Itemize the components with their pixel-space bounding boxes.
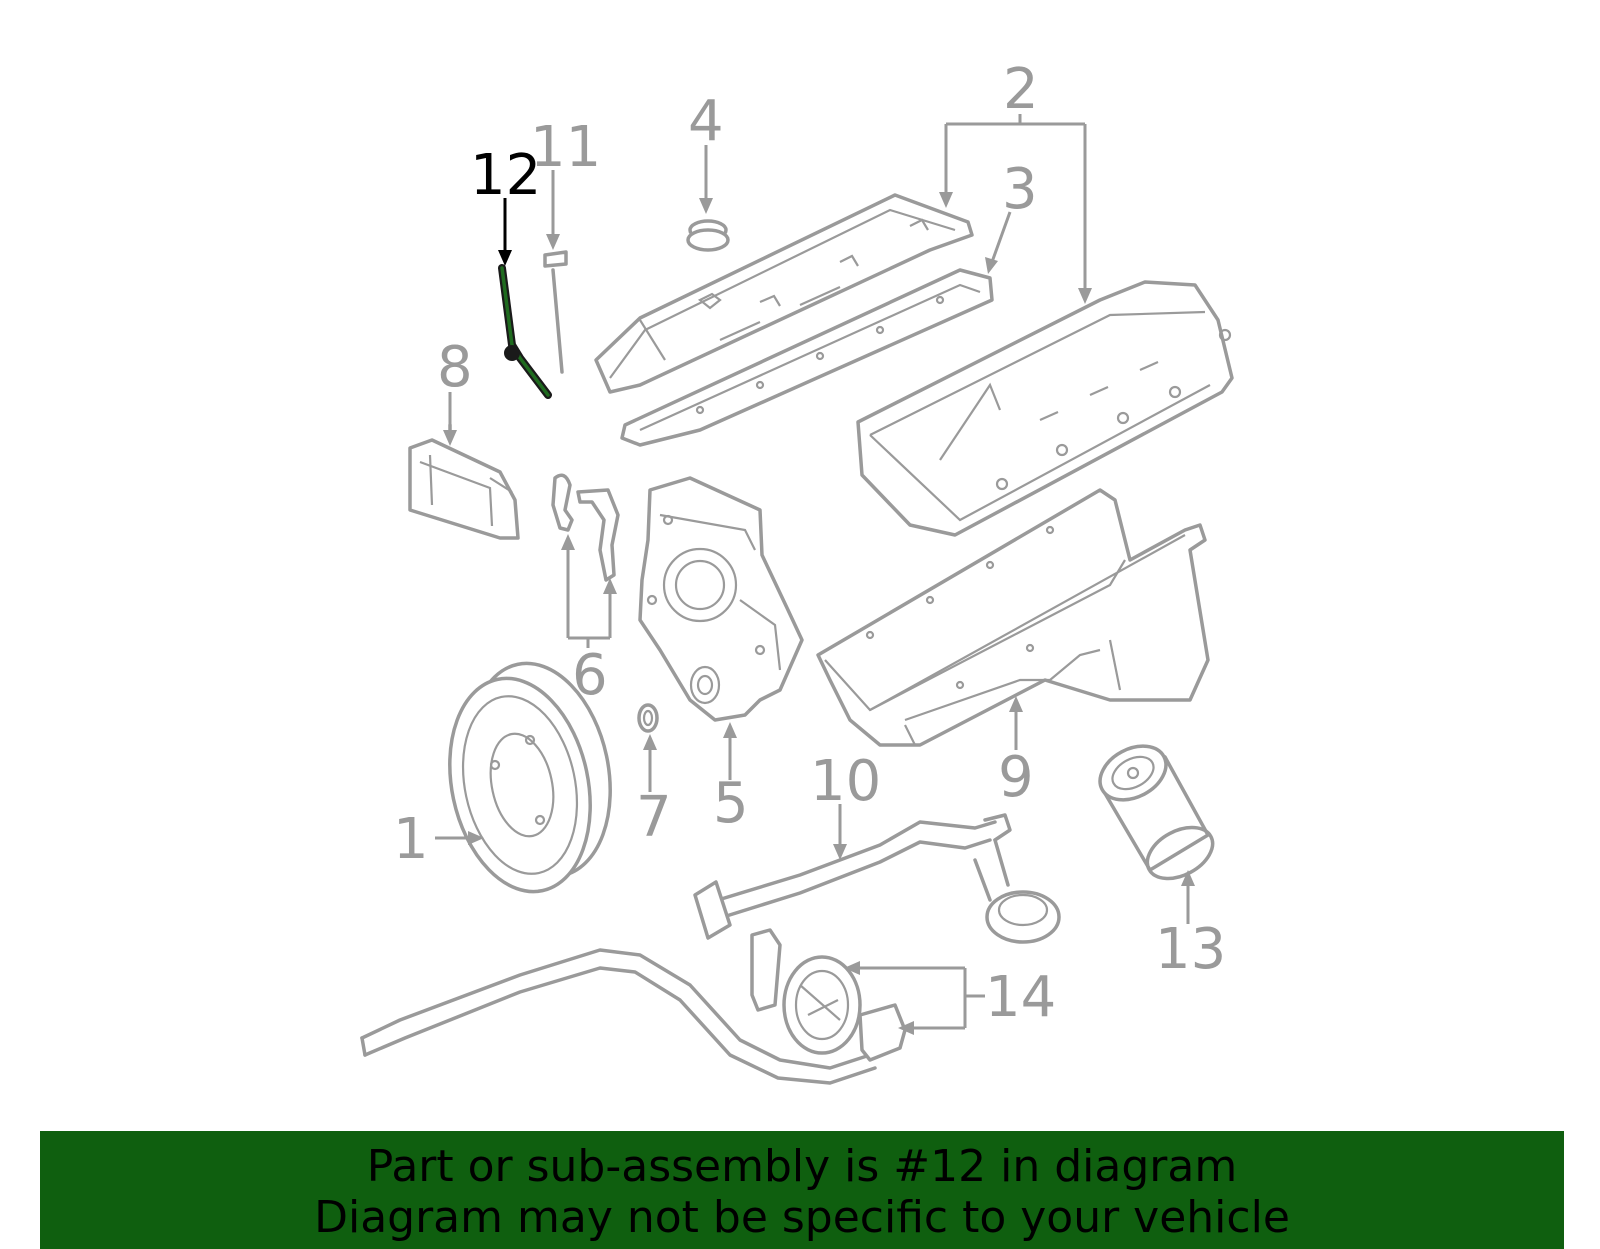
callout-6[interactable]: 6 <box>572 643 608 708</box>
valve-cover-left[interactable] <box>594 193 974 394</box>
leader-11 <box>546 170 560 250</box>
leader-9 <box>1009 696 1023 750</box>
leader-3 <box>985 211 1012 274</box>
callout-13[interactable]: 13 <box>1155 917 1226 982</box>
oil-filter[interactable] <box>1091 735 1221 888</box>
leader-2 <box>939 114 1092 304</box>
callout-4[interactable]: 4 <box>688 89 724 154</box>
leader-8 <box>443 392 457 446</box>
leader-14 <box>844 961 985 1035</box>
dipstick-tube-highlighted[interactable] <box>498 264 552 399</box>
front-cover-gaskets[interactable] <box>551 473 620 582</box>
callout-5[interactable]: 5 <box>713 771 749 836</box>
leader-4 <box>699 145 713 214</box>
callout-9[interactable]: 9 <box>998 745 1034 810</box>
leader-1 <box>435 831 484 845</box>
harmonic-balancer[interactable] <box>431 650 629 905</box>
leader-12 <box>498 198 512 266</box>
leader-6 <box>561 534 617 648</box>
part-8-housing[interactable] <box>408 423 520 540</box>
callout-8[interactable]: 8 <box>437 335 473 400</box>
callout-1[interactable]: 1 <box>393 807 429 872</box>
timing-cover[interactable] <box>638 476 804 722</box>
valve-cover-gasket[interactable] <box>620 268 994 447</box>
callout-12[interactable]: 12 <box>470 143 541 208</box>
front-seal[interactable] <box>637 703 659 733</box>
leader-10 <box>833 804 847 860</box>
callout-7[interactable]: 7 <box>636 785 672 850</box>
oil-filler-cap[interactable] <box>686 219 730 252</box>
notice-banner: Part or sub-assembly is #12 in diagram D… <box>40 1131 1564 1249</box>
oil-pump-and-seal[interactable] <box>360 928 907 1085</box>
leader-5 <box>723 722 737 780</box>
banner-line-part-number: Part or sub-assembly is #12 in diagram <box>366 1141 1238 1192</box>
leader-13 <box>1181 870 1195 924</box>
callout-14[interactable]: 14 <box>985 965 1056 1030</box>
callout-11[interactable]: 11 <box>530 115 601 180</box>
dipstick[interactable] <box>543 250 568 374</box>
callout-3[interactable]: 3 <box>1002 157 1038 222</box>
leader-7 <box>643 734 657 792</box>
banner-line-disclaimer: Diagram may not be specific to your vehi… <box>314 1192 1290 1243</box>
oil-pickup-tube[interactable] <box>693 813 1061 944</box>
callout-2[interactable]: 2 <box>1003 57 1039 122</box>
valve-cover-right[interactable] <box>856 280 1234 537</box>
oil-pan[interactable] <box>816 488 1210 747</box>
callout-10[interactable]: 10 <box>810 749 881 814</box>
